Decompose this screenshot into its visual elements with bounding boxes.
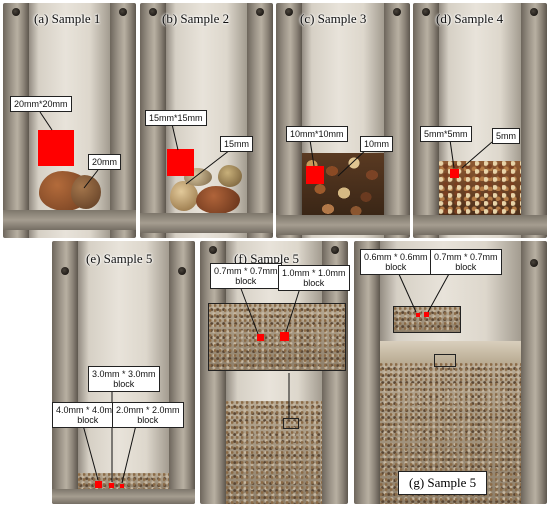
red-block-4mm bbox=[95, 481, 102, 488]
left-rail bbox=[276, 3, 302, 238]
size-label-5mm-block: 5mm*5mm bbox=[420, 126, 472, 142]
particle-bed bbox=[302, 153, 384, 215]
right-rail bbox=[521, 3, 547, 238]
panel-g bbox=[354, 241, 547, 504]
panel-e-title: (e) Sample 5 bbox=[86, 251, 153, 266]
panel-g-title: (g) Sample 5 bbox=[398, 471, 488, 495]
tray bbox=[3, 210, 136, 230]
bolt bbox=[61, 267, 69, 275]
particle bbox=[196, 186, 240, 214]
red-block-0p7mm-g bbox=[424, 312, 429, 317]
bolt bbox=[331, 246, 339, 254]
left-rail bbox=[52, 241, 78, 504]
bolt bbox=[178, 267, 186, 275]
block-label-0p7mm-g: 0.7mm * 0.7mm block bbox=[430, 249, 502, 275]
bolt bbox=[119, 8, 127, 16]
bolt bbox=[256, 8, 264, 16]
red-block-10mm bbox=[306, 166, 324, 184]
block-label-1p0mm-f: 1.0mm * 1.0mm block bbox=[278, 265, 350, 291]
block-label-3mm: 3.0mm * 3.0mm block bbox=[88, 366, 160, 392]
gravel-bed bbox=[226, 401, 322, 504]
zoom-inset-g bbox=[393, 306, 461, 333]
particle bbox=[170, 181, 198, 211]
right-rail bbox=[384, 3, 410, 238]
red-block-0p6mm-g bbox=[416, 313, 420, 317]
tray bbox=[413, 215, 547, 235]
region-marker bbox=[283, 418, 299, 429]
particle bbox=[218, 165, 242, 187]
red-block-3mm bbox=[109, 483, 114, 488]
particle-label-15mm: 15mm bbox=[220, 136, 254, 152]
panel-f-title: (f) Sample 5 bbox=[234, 251, 299, 266]
particle bbox=[71, 175, 101, 209]
panel-b-title: (b) Sample 2 bbox=[162, 11, 230, 26]
size-label-10mm-block: 10mm*10mm bbox=[286, 126, 348, 142]
right-rail bbox=[521, 241, 547, 504]
bolt bbox=[393, 8, 401, 16]
bolt bbox=[285, 8, 293, 16]
fine-layer bbox=[380, 341, 521, 363]
bolt bbox=[149, 8, 157, 16]
right-rail bbox=[169, 241, 195, 504]
bolt bbox=[12, 8, 20, 16]
bolt bbox=[530, 259, 538, 267]
panel-a bbox=[3, 3, 136, 238]
right-rail bbox=[247, 3, 273, 238]
particle-label-5mm: 5mm bbox=[492, 128, 520, 144]
bolt bbox=[530, 8, 538, 16]
red-block-2mm bbox=[120, 484, 124, 488]
size-label-15mm-block: 15mm*15mm bbox=[145, 110, 207, 126]
red-block-1p0mm-f bbox=[280, 332, 289, 341]
bolt bbox=[209, 246, 217, 254]
block-label-2mm: 2.0mm * 2.0mm block bbox=[112, 402, 184, 428]
right-rail bbox=[110, 3, 136, 238]
left-rail bbox=[3, 3, 29, 238]
zoom-inset-f bbox=[208, 303, 346, 371]
tray bbox=[52, 489, 195, 504]
region-marker bbox=[434, 354, 456, 367]
panel-c-title: (c) Sample 3 bbox=[300, 11, 367, 26]
tray bbox=[140, 213, 273, 233]
panel-a-title: (a) Sample 1 bbox=[34, 11, 101, 26]
red-block-0p7mm-f bbox=[257, 334, 264, 341]
panel-d bbox=[413, 3, 547, 238]
red-block-5mm bbox=[450, 169, 459, 178]
particle-label-10mm: 10mm bbox=[360, 136, 394, 152]
size-label-20mm-block: 20mm*20mm bbox=[10, 96, 72, 112]
red-block-20mm bbox=[38, 130, 74, 166]
red-block-15mm bbox=[167, 149, 194, 176]
panel-d-title: (d) Sample 4 bbox=[436, 11, 504, 26]
block-label-0p6mm-g: 0.6mm * 0.6mm block bbox=[360, 249, 432, 275]
tray bbox=[276, 215, 410, 235]
panel-c bbox=[276, 3, 410, 238]
left-rail bbox=[413, 3, 439, 238]
particle-label-20mm: 20mm bbox=[88, 154, 122, 170]
bolt bbox=[422, 8, 430, 16]
block-label-0p7mm-f: 0.7mm * 0.7mm block bbox=[210, 263, 282, 289]
left-rail bbox=[354, 241, 380, 504]
panel-f bbox=[200, 241, 348, 504]
